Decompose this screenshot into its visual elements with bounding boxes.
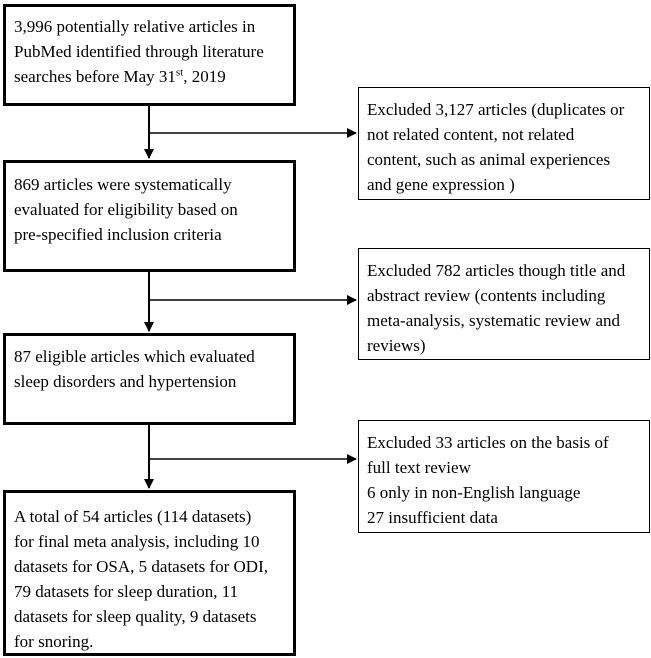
identified-text-main: 3,996 potentially relative articles in P… xyxy=(14,17,264,86)
screened-text: 869 articles were systematically evaluat… xyxy=(14,175,238,244)
eligible-box xyxy=(3,333,296,425)
exclusion-box-3 xyxy=(358,420,650,533)
included-box xyxy=(3,490,296,656)
identified-text-sup: st xyxy=(175,66,184,79)
exclusion-box-2 xyxy=(358,248,650,360)
exclusion-text-1: Excluded 3,127 articles (duplicates or n… xyxy=(367,100,625,194)
eligible-text: 87 eligible articles which evaluated sle… xyxy=(14,347,255,391)
screened-box xyxy=(3,160,296,272)
identified-text-end: , 2019 xyxy=(183,67,226,86)
identified-box xyxy=(3,4,296,106)
exclusion-box-1 xyxy=(358,87,650,200)
exclusion-text-2: Excluded 782 articles though title and a… xyxy=(367,261,626,355)
exclusion-text-3: Excluded 33 articles on the basis of ful… xyxy=(367,433,609,527)
included-text: A total of 54 articles (114 datasets) fo… xyxy=(14,507,268,651)
identified-text: 3,996 potentially relative articles in P… xyxy=(14,14,264,89)
